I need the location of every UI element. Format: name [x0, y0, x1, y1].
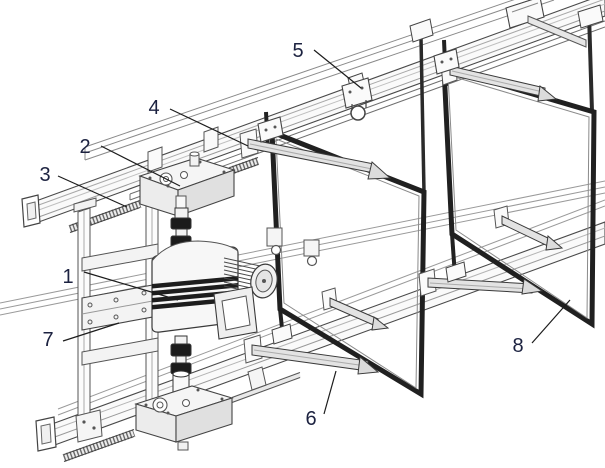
- callout-1: 1: [62, 266, 179, 301]
- arm-gusset: [367, 161, 392, 180]
- label-7: 7: [42, 329, 53, 351]
- auxiliary-arm-rear: [493, 205, 564, 251]
- support-arm-top-front: [239, 128, 392, 180]
- callout-2: 2: [79, 136, 181, 187]
- label-1: 1: [62, 266, 73, 288]
- support-arm-bottom-front: [243, 334, 380, 375]
- label-5: 5: [292, 40, 303, 62]
- callout-7: 7: [42, 322, 120, 351]
- output-shaft: [175, 195, 187, 209]
- leader-line-3: [57, 175, 128, 208]
- leader-line-8: [531, 299, 571, 344]
- pivot-clamp-frame1: [257, 116, 284, 143]
- callout-3: 3: [39, 164, 128, 208]
- pivot-hinge: [266, 227, 320, 267]
- support-arm-bottom-rear: [418, 268, 544, 297]
- label-3: 3: [39, 164, 50, 186]
- callout-8: 8: [512, 299, 571, 357]
- callout-4: 4: [148, 97, 249, 147]
- pivot-clamp-frame2: [433, 48, 460, 75]
- label-4: 4: [148, 97, 159, 119]
- top-rail: [21, 0, 605, 228]
- upper-gearbox: [138, 126, 236, 217]
- leader-line-1: [83, 271, 179, 301]
- label-2: 2: [79, 136, 90, 158]
- label-8: 8: [512, 335, 523, 357]
- leader-line-5: [313, 49, 362, 89]
- rear-rail-clamps: [409, 0, 604, 48]
- label-6: 6: [305, 408, 316, 430]
- leader-line-2: [100, 145, 181, 187]
- rail-end-cap-bottom: [35, 416, 57, 452]
- callout-labels: 1 2 3 4 5 6 7 8: [39, 40, 571, 430]
- callout-5: 5: [292, 40, 362, 89]
- top-rear-rail: [84, 0, 555, 161]
- lower-gearbox: [134, 385, 234, 451]
- rail-clamp-5: [341, 72, 373, 121]
- support-frame-foot: [75, 409, 103, 443]
- lead-screw-bottom: [62, 366, 302, 462]
- callout-6: 6: [305, 370, 337, 430]
- drive-motor: [151, 240, 278, 340]
- rail-end-cap-top: [21, 194, 41, 228]
- screw-end-bearing: [247, 366, 267, 391]
- leader-line-4: [169, 108, 249, 147]
- leader-line-6: [323, 370, 337, 415]
- rear-post-top-extension: [419, 37, 426, 193]
- bottom-pivot-clamps: [271, 261, 467, 345]
- leader-line-7: [62, 322, 120, 342]
- auxiliary-arm-front: [321, 287, 390, 331]
- terminal-box-flange: [213, 286, 258, 340]
